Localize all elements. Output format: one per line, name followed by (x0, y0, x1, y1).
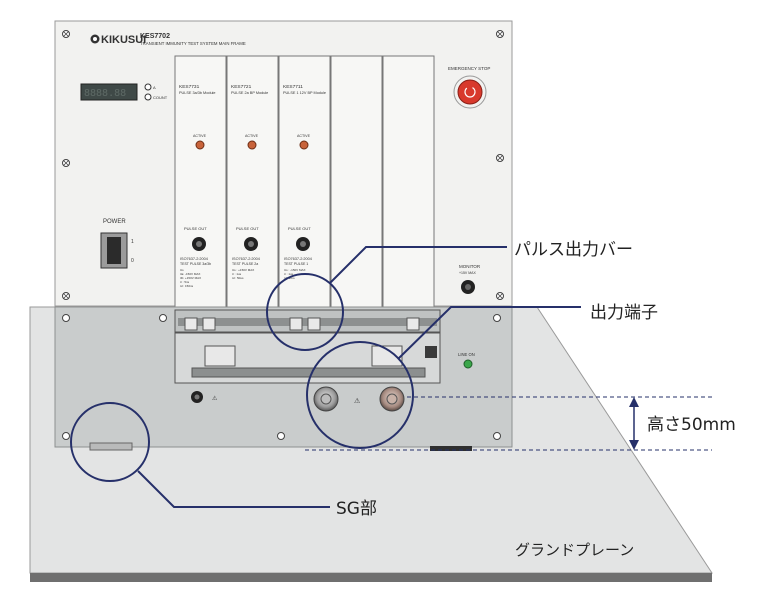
empty-slot-4 (330, 55, 383, 309)
kikusui-logo: KIKUSUI (90, 34, 146, 46)
svg-text:td : 150ns: td : 150ns (180, 284, 194, 288)
module-desc: PULSE 1 12V BP Module (283, 91, 326, 95)
led-count-label: COUNT (153, 95, 168, 100)
brand-text: KIKUSUI (101, 34, 146, 46)
svg-text:td : 50us: td : 50us (232, 276, 244, 280)
svg-text:tr : 1us: tr : 1us (284, 272, 294, 276)
lower-panel: LINE ON ⚠ ⚠ (54, 306, 513, 451)
svg-text:Us : -150V MAX: Us : -150V MAX (284, 268, 306, 272)
module-slot-1: KES7731 PULSE 3a/3b Module ACTIVE PULSE … (174, 55, 227, 309)
module-active-label: ACTIVE (297, 134, 311, 138)
pulse-out-label: PULSE OUT (236, 226, 259, 231)
svg-text:3b: +150V MAX: 3b: +150V MAX (180, 276, 201, 280)
power-off-label: 0 (131, 258, 134, 264)
module-slot-3: KES7711 PULSE 1 12V BP Module ACTIVE PUL… (278, 55, 331, 309)
callouts (70, 246, 581, 508)
module-active-label: ACTIVE (245, 134, 259, 138)
iso-label: ISO7637-2:2004 (180, 257, 208, 261)
svg-text:⚠: ⚠ (212, 395, 218, 402)
iso-label: ISO7637-2:2004 (284, 257, 312, 261)
test-label: TEST PULSE 1 (284, 262, 308, 266)
module-active-label: ACTIVE (193, 134, 207, 138)
display-digits: 8888.88 (84, 88, 126, 99)
module-model: KES7711 (283, 84, 303, 90)
model-label: KES7702 (140, 33, 170, 40)
pulse-out-label: PULSE OUT (184, 226, 207, 231)
active-led (247, 140, 257, 150)
height-dimension (305, 396, 712, 451)
leader-sg (137, 470, 330, 508)
led-count (144, 93, 152, 101)
callout-sg-label: SG部 (336, 499, 377, 519)
svg-text:⚠: ⚠ (354, 397, 360, 405)
module-desc: PULSE 2a BP Module (231, 91, 268, 95)
module-desc: PULSE 3a/3b Module (179, 91, 216, 95)
svg-text:Us: Us (180, 268, 184, 272)
ground-plane-label: グランドプレーン (515, 541, 634, 559)
callout-circle-sg (70, 402, 150, 482)
line-on-label: LINE ON (458, 352, 475, 357)
sg-foot (89, 442, 133, 451)
line-on-led (463, 359, 473, 369)
svg-text:tr : 5ns: tr : 5ns (180, 280, 190, 284)
callout-circle-output-terminal (306, 341, 414, 449)
monitor-sublabel: +15V MAX (459, 271, 476, 275)
frame-subtitle: TRANSIENT IMMUNITY TEST SYSTEM MAIN FRAM… (140, 41, 246, 46)
module-model: KES7721 (231, 84, 252, 90)
empty-slot-5 (382, 55, 435, 309)
test-label: TEST PULSE 3a/3b (180, 262, 211, 266)
led-a (144, 83, 152, 91)
active-led (195, 140, 205, 150)
svg-text:3a: -150V MAX: 3a: -150V MAX (180, 272, 200, 276)
test-label: TEST PULSE 2a (232, 262, 258, 266)
count-display (80, 83, 138, 101)
leader-output-terminal (397, 306, 581, 360)
power-label: POWER (103, 219, 126, 225)
emergency-label: EMERGENCY STOP (448, 66, 490, 71)
callout-pulse-bar-label: パルス出力バー (514, 240, 633, 260)
active-led (299, 140, 309, 150)
iso-label: ISO7637-2:2004 (232, 257, 260, 261)
callout-output-terminal-label: 出力端子 (590, 303, 658, 323)
svg-text:tr : 1us: tr : 1us (232, 272, 242, 276)
leader-pulse-bar (329, 246, 507, 284)
power-on-label: 1 (131, 239, 134, 245)
module-model: KES7731 (179, 84, 200, 90)
module-slot-2: KES7721 PULSE 2a BP Module ACTIVE PULSE … (226, 55, 279, 309)
monitor-label: MONITOR (459, 264, 481, 269)
led-a-label: A (153, 85, 156, 90)
pulse-out-label: PULSE OUT (288, 226, 311, 231)
svg-text:Us : +150V MAX: Us : +150V MAX (232, 268, 254, 272)
callout-height-label: 高さ50mm (647, 415, 736, 435)
callout-circle-pulse-bar (266, 273, 344, 351)
